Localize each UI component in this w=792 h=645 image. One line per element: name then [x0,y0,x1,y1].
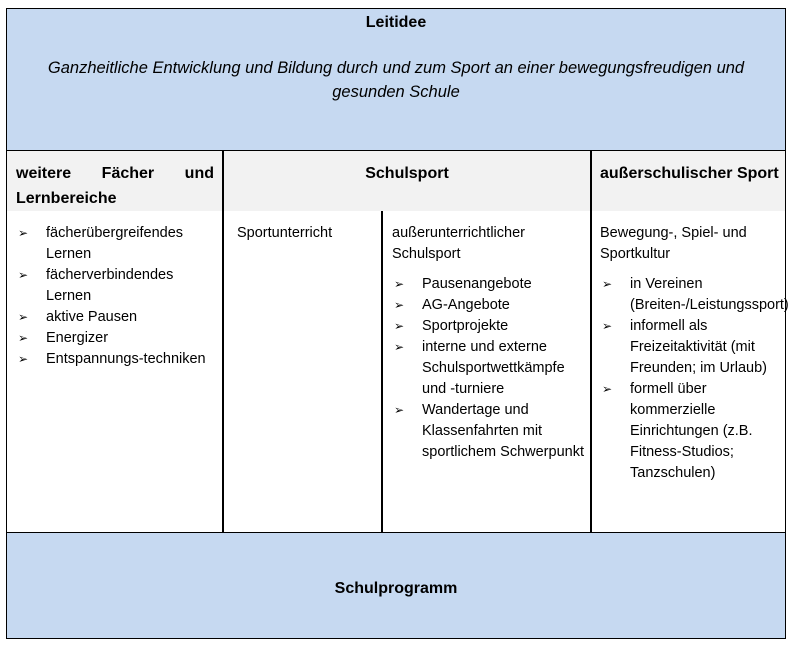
schulprogramm-panel [6,532,786,639]
sportunterricht-label: Sportunterricht [237,225,333,241]
schulprogramm-title: Schulprogramm [334,580,458,597]
list-item: in Vereinen (Breiten-/Leistungssport) [600,274,789,316]
list-item: Entspannungs-techniken [16,349,216,370]
down-arrow-icon [369,98,435,152]
double-arrow-icon [450,502,500,568]
list-item: Wandertage und Klassenfahrten mit sportl… [392,400,586,463]
list-item: fächerübergreifendes Lernen [16,223,216,265]
down-arrow-icon [88,98,154,152]
list-item: informell als Freizeitaktivität (mit Fre… [600,316,782,379]
double-arrow-icon [63,502,113,568]
list-item: fächerverbindendes Lernen [16,265,216,307]
list-item: aktive Pausen [16,307,216,328]
column-header-row [6,150,786,212]
divider [381,211,383,533]
list-item: formell über kommerzielle Einrichtungen … [600,379,782,484]
divider [590,150,592,533]
right-intro: Bewegung-, Spiel- und Sportkultur [600,225,747,262]
heading-ausserschulischer-sport: außerschulischer Sport [600,165,779,182]
double-arrow-icon [265,502,315,568]
heading-weitere-faecher: weitere Fächer und Lernbereiche [16,165,214,207]
list-ausserunterrichtlich: Pausenangebote AG-Angebote Sportprojekte… [392,274,586,463]
list-item: interne und externe Schulsportwettkämpfe… [392,337,586,400]
leitidee-title: Leitidee [365,14,427,31]
heading-schulsport: Schulsport [365,165,449,182]
list-item: Pausenangebote [392,274,586,295]
double-arrow-icon [659,502,709,568]
ausserunterrichtlich-label: außerunterrichtlicher Schulsport [392,225,525,262]
list-item: Sportprojekte [392,316,586,337]
leitidee-subtitle: Ganzheitliche Entwicklung und Bildung du… [47,59,745,101]
list-ausserschulisch: in Vereinen (Breiten-/Leistungssport) in… [600,274,789,484]
divider [222,150,224,533]
down-arrow-icon [636,98,702,152]
list-item: AG-Angebote [392,295,586,316]
list-weitere-faecher: fächerübergreifendes Lernen fächerverbin… [16,223,216,370]
list-item: Energizer [16,328,216,349]
